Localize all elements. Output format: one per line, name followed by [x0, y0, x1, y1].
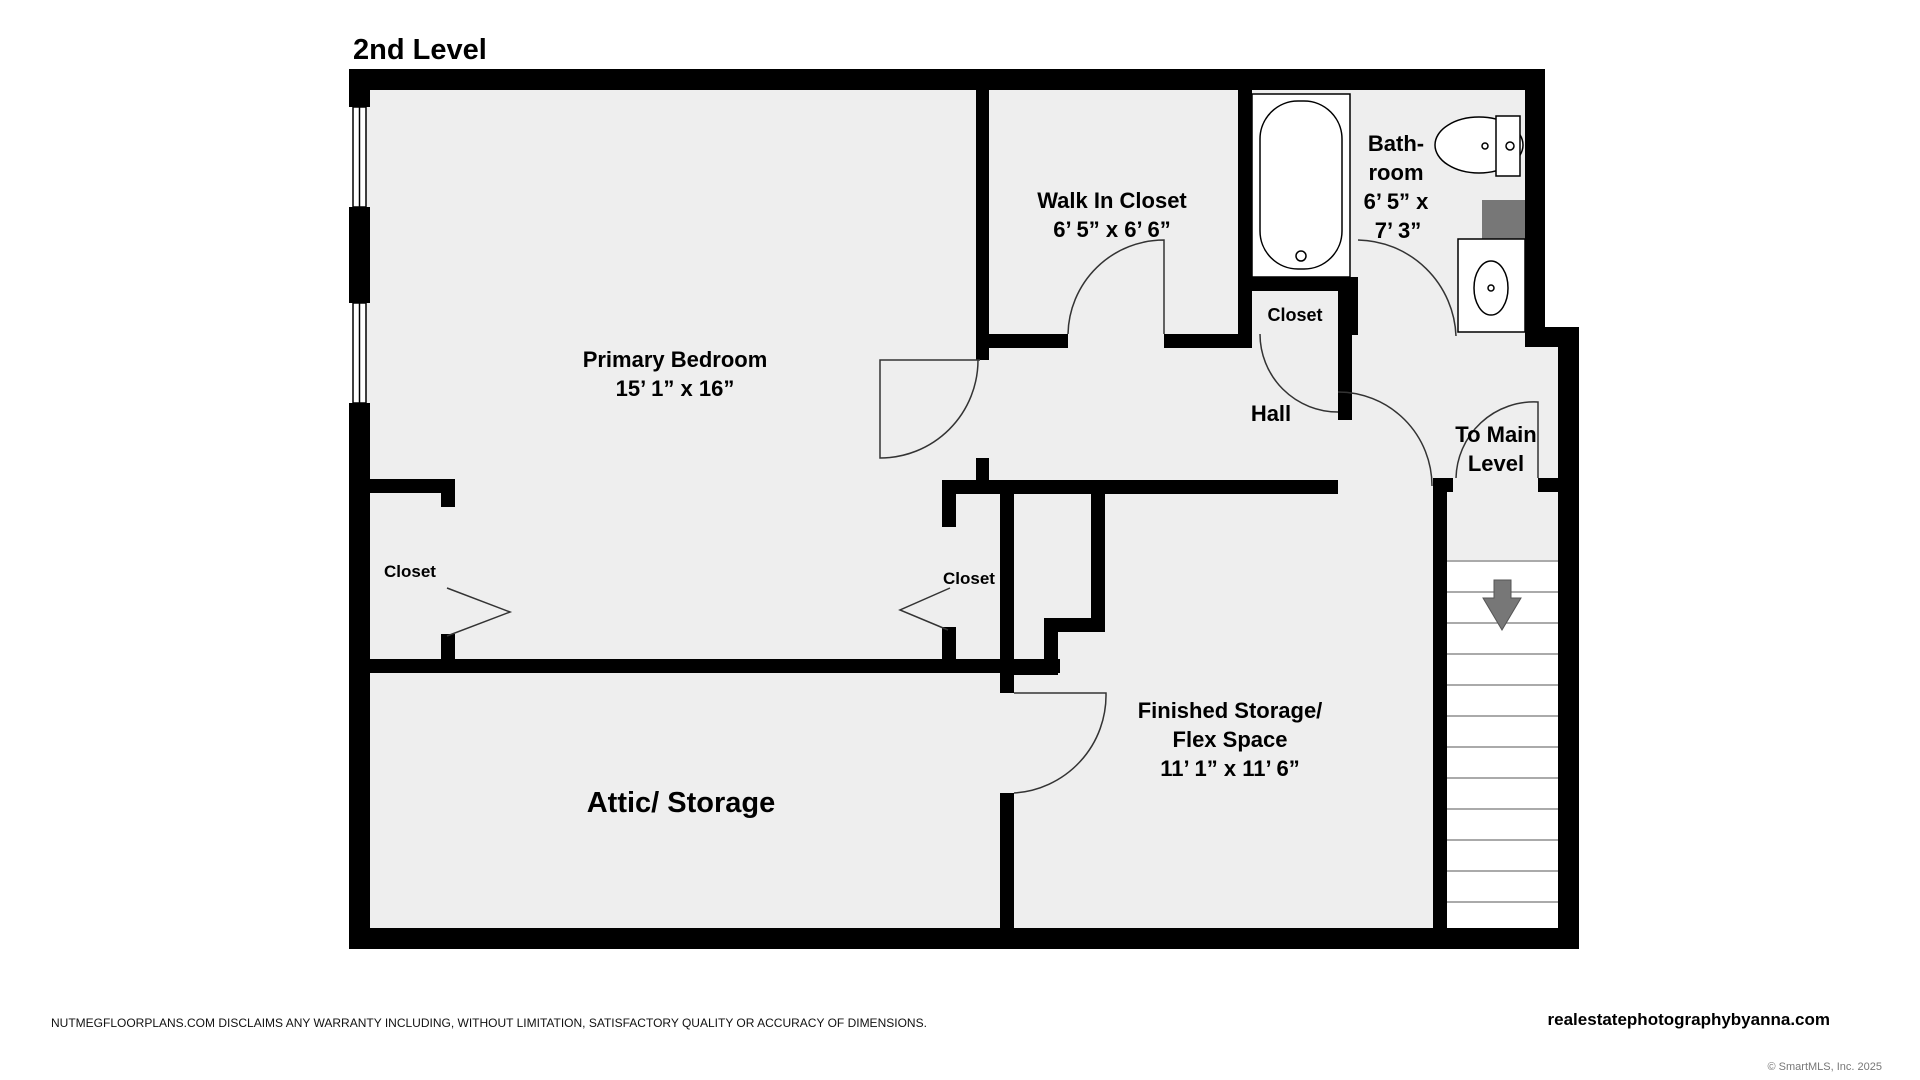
wall-left-closet-jamb-bottom: [441, 634, 455, 660]
wall-bedroom-closet: [976, 90, 989, 360]
label-to-main-level-line2: Level: [1468, 451, 1524, 476]
door-bedroom: [879, 359, 980, 459]
label-primary-bedroom-dims: 15’ 1” x 16”: [616, 376, 735, 401]
doors: [879, 239, 1539, 794]
floor-area: [360, 90, 1578, 930]
wall-left-upper: [349, 69, 370, 107]
bathtub-inner: [1259, 100, 1343, 270]
door-hall-closet: [1259, 333, 1339, 413]
website-link[interactable]: realestatephotographybyanna.com: [1547, 1010, 1830, 1029]
label-to-main-level-line1: To Main: [1455, 422, 1536, 447]
wall-stair-left: [1433, 478, 1447, 930]
wall-attic-flex-lower: [1000, 793, 1014, 929]
windows: [352, 106, 367, 404]
wall-bedroom-hall-stub: [976, 458, 989, 480]
wall-left-mid: [349, 207, 370, 303]
wall-bath-closet: [1244, 277, 1358, 291]
label-bathroom-line1: Bath-: [1368, 131, 1424, 156]
door-walkin-closet: [1067, 239, 1165, 335]
door-attic: [1013, 692, 1107, 794]
wall-hall-bottom: [942, 480, 1338, 494]
bathtub-drain: [1295, 250, 1307, 262]
wall-bedroom-attic: [370, 659, 1060, 673]
bathroom-fixtures: [1251, 93, 1526, 333]
wall-notch-horizontal: [1044, 618, 1105, 632]
wall-right-lower: [1558, 327, 1579, 949]
walls: [349, 69, 1579, 949]
wall-right-closet-top: [942, 480, 956, 527]
closet-bifold-doors: [446, 587, 951, 637]
label-bathroom-dims-line2: 7’ 3”: [1375, 218, 1421, 243]
door-stairs: [1455, 401, 1539, 479]
label-walk-in-closet-dims: 6’ 5” x 6’ 6”: [1053, 217, 1170, 242]
wall-notch-lower: [1044, 618, 1058, 674]
bifold-right-closet: [898, 587, 951, 631]
wall-left-closet-top: [370, 479, 455, 493]
label-closet-right: Closet: [943, 569, 995, 588]
disclaimer-text: NUTMEGFLOORPLANS.COM DISCLAIMS ANY WARRA…: [51, 1016, 927, 1030]
vanity-cabinet: [1482, 200, 1525, 240]
label-bathroom-dims-line1: 6’ 5” x: [1364, 189, 1430, 214]
wall-bath-hall-right: [1345, 277, 1358, 335]
label-primary-bedroom: Primary Bedroom: [583, 347, 768, 372]
label-finished-storage-line2: Flex Space: [1173, 727, 1288, 752]
wall-stair-top-left: [1433, 478, 1453, 492]
wall-top: [349, 69, 1545, 90]
label-closet-left: Closet: [384, 562, 436, 581]
wall-left-closet-jamb-top: [441, 479, 455, 507]
wall-stair-top-right: [1538, 478, 1559, 492]
label-bathroom-line2: room: [1369, 160, 1424, 185]
page-title: 2nd Level: [353, 34, 487, 66]
wall-closet-hall-left: [976, 334, 1068, 348]
label-finished-storage-dims: 11’ 1” x 11’ 6”: [1160, 756, 1299, 781]
wall-closet-hall-right: [1164, 334, 1252, 348]
down-arrow-icon: [1482, 579, 1522, 631]
staircase: [1447, 560, 1558, 928]
wall-right-closet-side: [1000, 490, 1014, 693]
wall-bottom: [349, 928, 1579, 949]
copyright-text: © SmartMLS, Inc. 2025: [1767, 1061, 1883, 1073]
wall-walkin-bath: [1238, 90, 1252, 346]
label-walk-in-closet: Walk In Closet: [1037, 188, 1187, 213]
label-finished-storage-line1: Finished Storage/: [1138, 698, 1323, 723]
label-attic-storage: Attic/ Storage: [587, 787, 776, 819]
room-labels: Primary Bedroom 15’ 1” x 16” Walk In Clo…: [384, 131, 1537, 819]
label-hall-closet: Closet: [1267, 305, 1322, 325]
wall-right-closet-jamb-bottom: [942, 627, 956, 659]
label-hall: Hall: [1251, 401, 1291, 426]
door-bathroom: [1357, 239, 1457, 337]
door-flex-space: [1337, 391, 1433, 487]
wall-notch-vertical: [1091, 494, 1105, 630]
wall-left-lower: [349, 403, 370, 949]
bifold-left-closet: [446, 587, 513, 637]
wall-right-upper: [1525, 69, 1545, 347]
wall-notch-bottom: [1000, 661, 1058, 675]
